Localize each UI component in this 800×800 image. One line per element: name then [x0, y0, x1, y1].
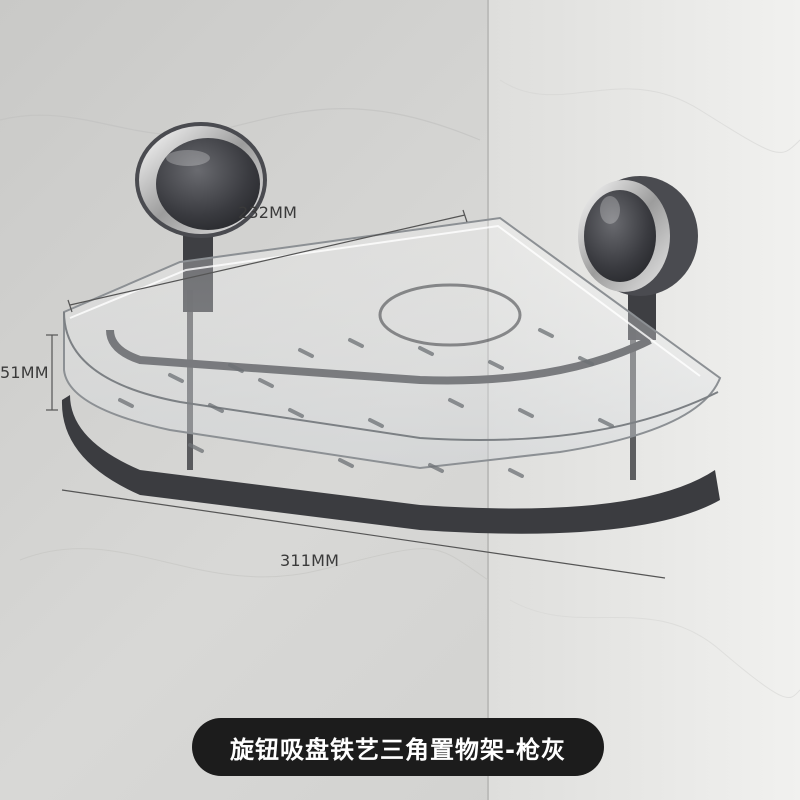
suction-cup-right — [578, 176, 698, 340]
acrylic-tray — [63, 216, 722, 470]
drainage-slots — [118, 328, 614, 478]
length-dimension-label: 311MM — [280, 551, 339, 570]
dimension-lines — [46, 209, 666, 579]
width-dimension-line — [69, 214, 466, 306]
height-dimension-label: 51MM — [0, 363, 49, 382]
marble-vein — [19, 548, 489, 581]
product-caption-banner: 旋钮吸盘铁艺三角置物架-枪灰 — [192, 718, 604, 776]
product-caption: 旋钮吸盘铁艺三角置物架-枪灰 — [230, 735, 566, 764]
length-dimension-line — [61, 489, 666, 579]
marble-vein — [509, 599, 800, 699]
marble-vein — [499, 79, 800, 153]
width-dimension-label: 232MM — [238, 203, 297, 222]
